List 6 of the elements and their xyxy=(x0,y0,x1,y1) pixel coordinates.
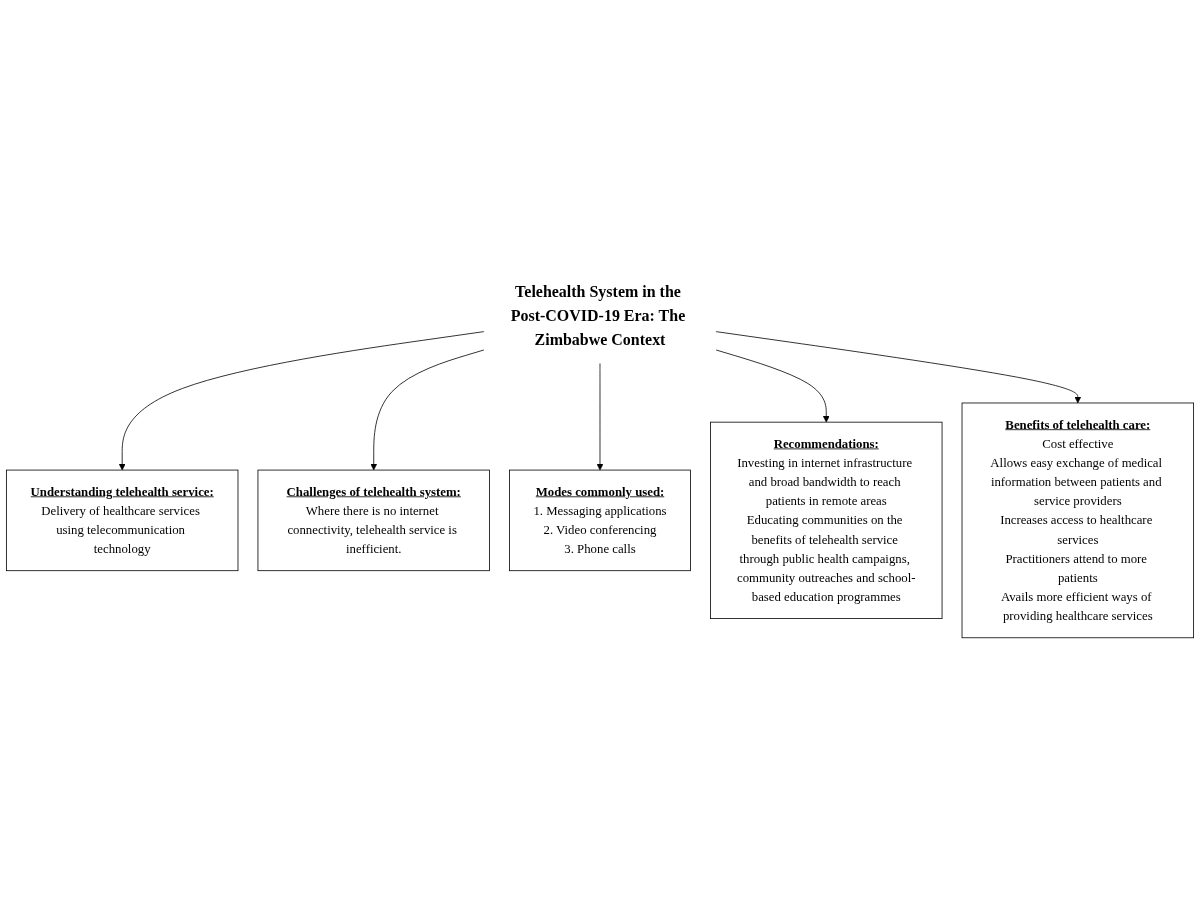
node-box: Benefits of telehealth care: Cost effective Allows easy exchange of medical information between patients and service providers Increases access to healthcare services Practitioners attend to more patients Avails more efficient ways of providing healthcare services xyxy=(961,402,1194,639)
node-box: Understanding telehealth service: Delivery of healthcare services using telecommunication technology xyxy=(6,469,239,572)
node-box: Recommendations: Investing in internet infrastructure and broad bandwidth to reach patients in remote areas Educating communities on the benefits of telehealth service through public health campaigns, community outreaches and school-based education programmes xyxy=(710,421,943,619)
node-box: Challenges of telehealth system: Where there is no internet connectivity, telehealth service is inefficient. xyxy=(257,469,490,572)
node-box: Modes commonly used: 1. Messaging applications 2. Video conferencing 3. Phone calls xyxy=(509,469,691,572)
node-text: Telehealth System in the Post-COVID-19 Era: The Zimbabwe Context xyxy=(510,282,686,348)
